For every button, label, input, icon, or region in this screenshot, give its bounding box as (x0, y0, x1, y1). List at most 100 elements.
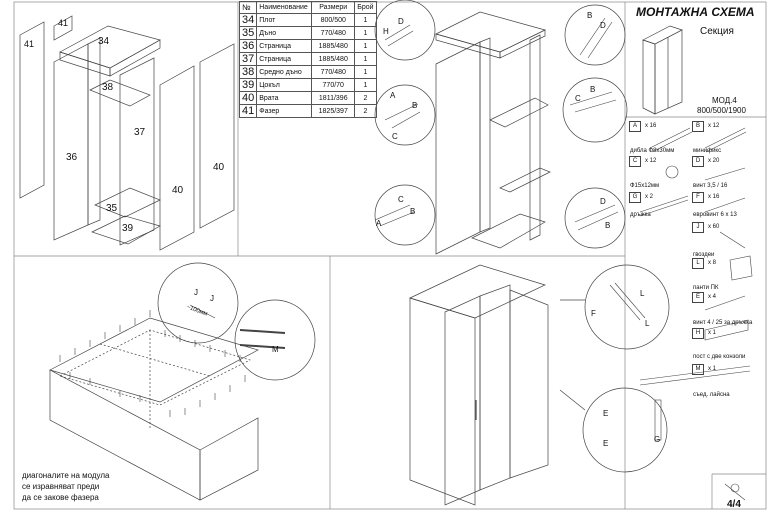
hardware-qty-l: x 8 (708, 260, 717, 266)
detail-circle-6 (564, 187, 626, 249)
detail-letter-b: B (605, 221, 611, 230)
hardware-code-g: G (629, 192, 641, 203)
detail-letter-d: D (600, 21, 606, 30)
detail-letter-g: G (654, 435, 661, 444)
detail-letter-e: E (603, 409, 609, 418)
detail-letter-l: L (640, 289, 645, 298)
detail-letter-a: A (376, 219, 382, 228)
parts-table-header: № Наименование Размери Брой (238, 1, 377, 14)
hardware-code-c: C (629, 156, 641, 167)
detail-letter-j: J (210, 294, 214, 303)
hardware-qty-a: x 16 (645, 123, 657, 129)
hardware-label-h: пост с две конзоли (693, 354, 746, 360)
detail-letter-m: M (272, 345, 279, 354)
part-label-36: 36 (66, 152, 78, 163)
detail-circle-3 (374, 184, 436, 246)
part-label-40: 40 (172, 185, 184, 196)
detail-letter-e: E (603, 439, 609, 448)
backing-panel-view (49, 317, 259, 501)
col-size: Размери (311, 1, 356, 14)
hardware-sketches (639, 127, 753, 501)
detail-letter-f: F (591, 309, 596, 318)
page-title: МОНТАЖНА СХЕМА (636, 5, 755, 19)
detail-letter-b: B (587, 11, 593, 20)
part-label-41: 41 (24, 39, 35, 49)
hardware-label-f: евровинт 6 х 13 (693, 212, 737, 218)
page-number: 4/4 (727, 499, 741, 510)
part-label-35: 35 (106, 203, 118, 214)
detail-letter-l: L (645, 319, 650, 328)
page-subtitle: Секция (700, 26, 734, 37)
hardware-label-b: минификс (693, 148, 722, 154)
detail-circle-4 (564, 4, 626, 66)
hardware-label-j: гвоздеи (693, 252, 715, 258)
detail-letter-c: C (575, 94, 581, 103)
part-label-40: 40 (213, 162, 225, 173)
hardware-code-a: A (629, 121, 641, 132)
sheet-frame (13, 1, 767, 510)
model-code: МОД.4 (712, 96, 737, 105)
part-label-34: 34 (98, 36, 110, 47)
hardware-label-d: винт 3,5 / 16 (693, 183, 728, 189)
detail-letter-j: J (194, 288, 198, 297)
hardware-qty-d: x 20 (708, 158, 720, 164)
col-number: № (238, 1, 258, 14)
col-name: Наименование (256, 1, 313, 14)
hardware-qty-c: x 12 (645, 158, 657, 164)
hardware-label-g: дръжка (630, 212, 651, 218)
hardware-label-a: дибла Ф8х30мм (630, 148, 675, 154)
hardware-code-b: B (692, 121, 704, 132)
hardware-label-m: съед. лайсна (693, 392, 730, 398)
part-label-39: 39 (122, 223, 134, 234)
backing-note-line-1: диагоналите на модула (22, 471, 110, 480)
detail-letter-b: B (412, 101, 418, 110)
hardware-qty-m: x 1 (708, 366, 717, 372)
detail-circle-10 (234, 299, 316, 381)
detail-circle-8 (582, 387, 668, 473)
hardware-code-e: E (692, 292, 704, 303)
hardware-label-l: панти ПК (693, 285, 719, 291)
detail-letter-d: D (398, 17, 404, 26)
backing-note-line-2: се изравняват преди (22, 482, 100, 491)
hardware-qty-g: x 2 (645, 194, 654, 200)
hardware-code-l: L (692, 258, 704, 269)
hardware-qty-h: x 1 (708, 330, 717, 336)
detail-letter-d: D (600, 197, 606, 206)
nails (59, 310, 246, 417)
part-label-41: 41 (58, 18, 69, 28)
carcass-views (435, 11, 551, 255)
detail-letter-c: C (392, 132, 398, 141)
hardware-label-e: винт 4 / 25 за дръжка (693, 320, 753, 326)
backing-note-line-3: да се закове фазера (22, 493, 99, 502)
wardrobe-assembled-view (409, 264, 549, 506)
hardware-qty-b: x 12 (708, 123, 720, 129)
detail-circle-7 (584, 264, 670, 350)
wardrobe-thumbnail (642, 25, 683, 115)
detail-circle-9 (157, 262, 239, 344)
detail-circle-2 (374, 84, 436, 146)
hardware-qty-e: x 4 (708, 294, 717, 300)
detail-letter-b: B (410, 207, 416, 216)
detail-letter-b: B (590, 85, 596, 94)
exploded-view (19, 15, 235, 251)
model-dimensions: 800/500/1900 (697, 106, 746, 115)
hardware-code-h: H (692, 328, 704, 339)
hardware-qty-f: x 16 (708, 194, 720, 200)
hardware-code-m: M (692, 364, 704, 375)
hardware-code-j: J (692, 222, 704, 233)
detail-letter-h: H (383, 27, 389, 36)
hardware-qty-j: x 60 (708, 224, 720, 230)
hardware-code-f: F (692, 192, 704, 203)
hardware-code-d: D (692, 156, 704, 167)
